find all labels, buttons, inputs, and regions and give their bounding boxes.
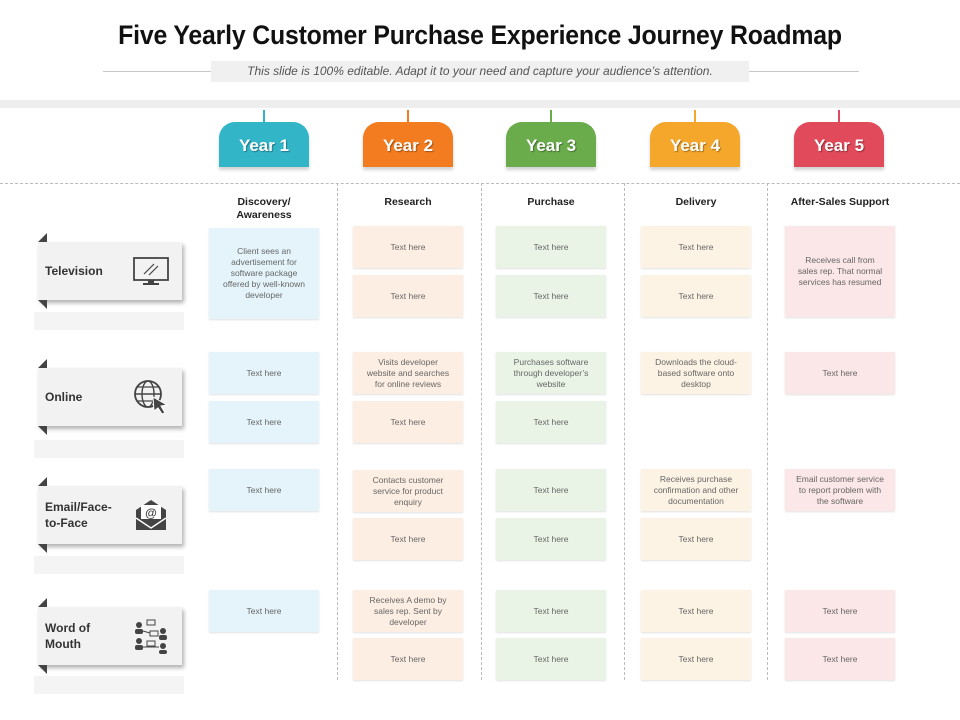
year-5-tick [838, 110, 840, 122]
cell-y2-word-of-mouth-1: Receives A demo by sales rep. Sent by de… [353, 590, 463, 632]
cell-y5-word-of-mouth-1: Text here [785, 590, 895, 632]
stage-purchase: Purchase [527, 196, 575, 208]
year-4-tick [694, 110, 696, 122]
monitor-icon [133, 257, 169, 285]
header-band [0, 100, 960, 108]
cell-y2-television-1: Text here [353, 226, 463, 268]
channel-online: Online [38, 359, 182, 435]
cell-y2-online-2: Text here [353, 401, 463, 443]
svg-text:@: @ [145, 506, 157, 520]
stage-delivery: Delivery [675, 196, 717, 208]
column-divider [337, 183, 338, 680]
channel-label: Television [45, 264, 103, 278]
year-3-tab: Year 3 [506, 122, 596, 167]
cell-y4-email-2: Text here [641, 518, 751, 560]
row-shadow-band [34, 440, 184, 458]
cell-y4-email-1: Receives purchase confirmation and other… [641, 469, 751, 511]
cell-y5-television: Receives call from sales rep. That norma… [785, 226, 895, 317]
cell-y4-word-of-mouth-1: Text here [641, 590, 751, 632]
cell-y1-word-of-mouth: Text here [209, 590, 319, 632]
cell-y5-online: Text here [785, 352, 895, 394]
cell-y3-online-2: Text here [496, 401, 606, 443]
stage-discovery: Discovery/ Awareness [236, 196, 292, 221]
year-5-tab: Year 5 [794, 122, 884, 167]
email-icon: @ [135, 500, 167, 530]
subtitle-rule-left [103, 71, 213, 72]
cell-y4-television-2: Text here [641, 275, 751, 317]
cell-y3-online-1: Purchases software through developer’s w… [496, 352, 606, 394]
column-divider [767, 183, 768, 680]
channel-label: Email/Face-to-Face [45, 500, 112, 530]
cell-y3-email-2: Text here [496, 518, 606, 560]
globe-cursor-icon [134, 380, 169, 415]
cell-y1-online-1: Text here [209, 352, 319, 394]
cell-y4-television-1: Text here [641, 226, 751, 268]
stage-research: Research [384, 196, 432, 208]
cell-y2-email-2: Text here [353, 518, 463, 560]
year-2-tick [407, 110, 409, 122]
cell-y3-television-2: Text here [496, 275, 606, 317]
cell-y2-word-of-mouth-2: Text here [353, 638, 463, 680]
row-shadow-band [34, 556, 184, 574]
cell-y3-word-of-mouth-1: Text here [496, 590, 606, 632]
column-divider [481, 183, 482, 680]
channel-email-face-to-face: Email/Face-to-Face @ [38, 477, 182, 553]
cell-y3-television-1: Text here [496, 226, 606, 268]
cell-y2-online-1: Visits developer website and searches fo… [353, 352, 463, 394]
cell-y5-email: Email customer service to report problem… [785, 469, 895, 511]
cell-y2-email-1: Contacts customer service for product en… [353, 470, 463, 512]
year-4-tab: Year 4 [650, 122, 740, 167]
cell-y3-word-of-mouth-2: Text here [496, 638, 606, 680]
year-2-tab: Year 2 [363, 122, 453, 167]
channel-television: Television [38, 233, 182, 309]
channel-word-of-mouth: Word of Mouth [38, 598, 182, 674]
page-subtitle: This slide is 100% editable. Adapt it to… [211, 61, 749, 82]
cell-y3-email-1: Text here [496, 469, 606, 511]
cell-y1-online-2: Text here [209, 401, 319, 443]
stage-after-sales: After-Sales Support [790, 196, 890, 208]
year-1-tab: Year 1 [219, 122, 309, 167]
cell-y5-word-of-mouth-2: Text here [785, 638, 895, 680]
channel-label: Word of Mouth [45, 621, 91, 651]
header-divider [0, 183, 960, 184]
row-shadow-band [34, 312, 184, 330]
cell-y4-online-1: Downloads the cloud-based software onto … [641, 352, 751, 394]
channel-label: Online [45, 390, 83, 404]
year-3-tick [550, 110, 552, 122]
cell-y2-television-2: Text here [353, 275, 463, 317]
page-title: Five Yearly Customer Purchase Experience… [118, 20, 842, 50]
people-network-icon [135, 619, 167, 654]
cell-y1-email: Text here [209, 469, 319, 511]
year-1-tick [263, 110, 265, 122]
cell-y1-television: Client sees an advertisement for softwar… [209, 228, 319, 319]
cell-y4-word-of-mouth-2: Text here [641, 638, 751, 680]
subtitle-rule-right [747, 71, 859, 72]
column-divider [624, 183, 625, 680]
row-shadow-band [34, 676, 184, 694]
